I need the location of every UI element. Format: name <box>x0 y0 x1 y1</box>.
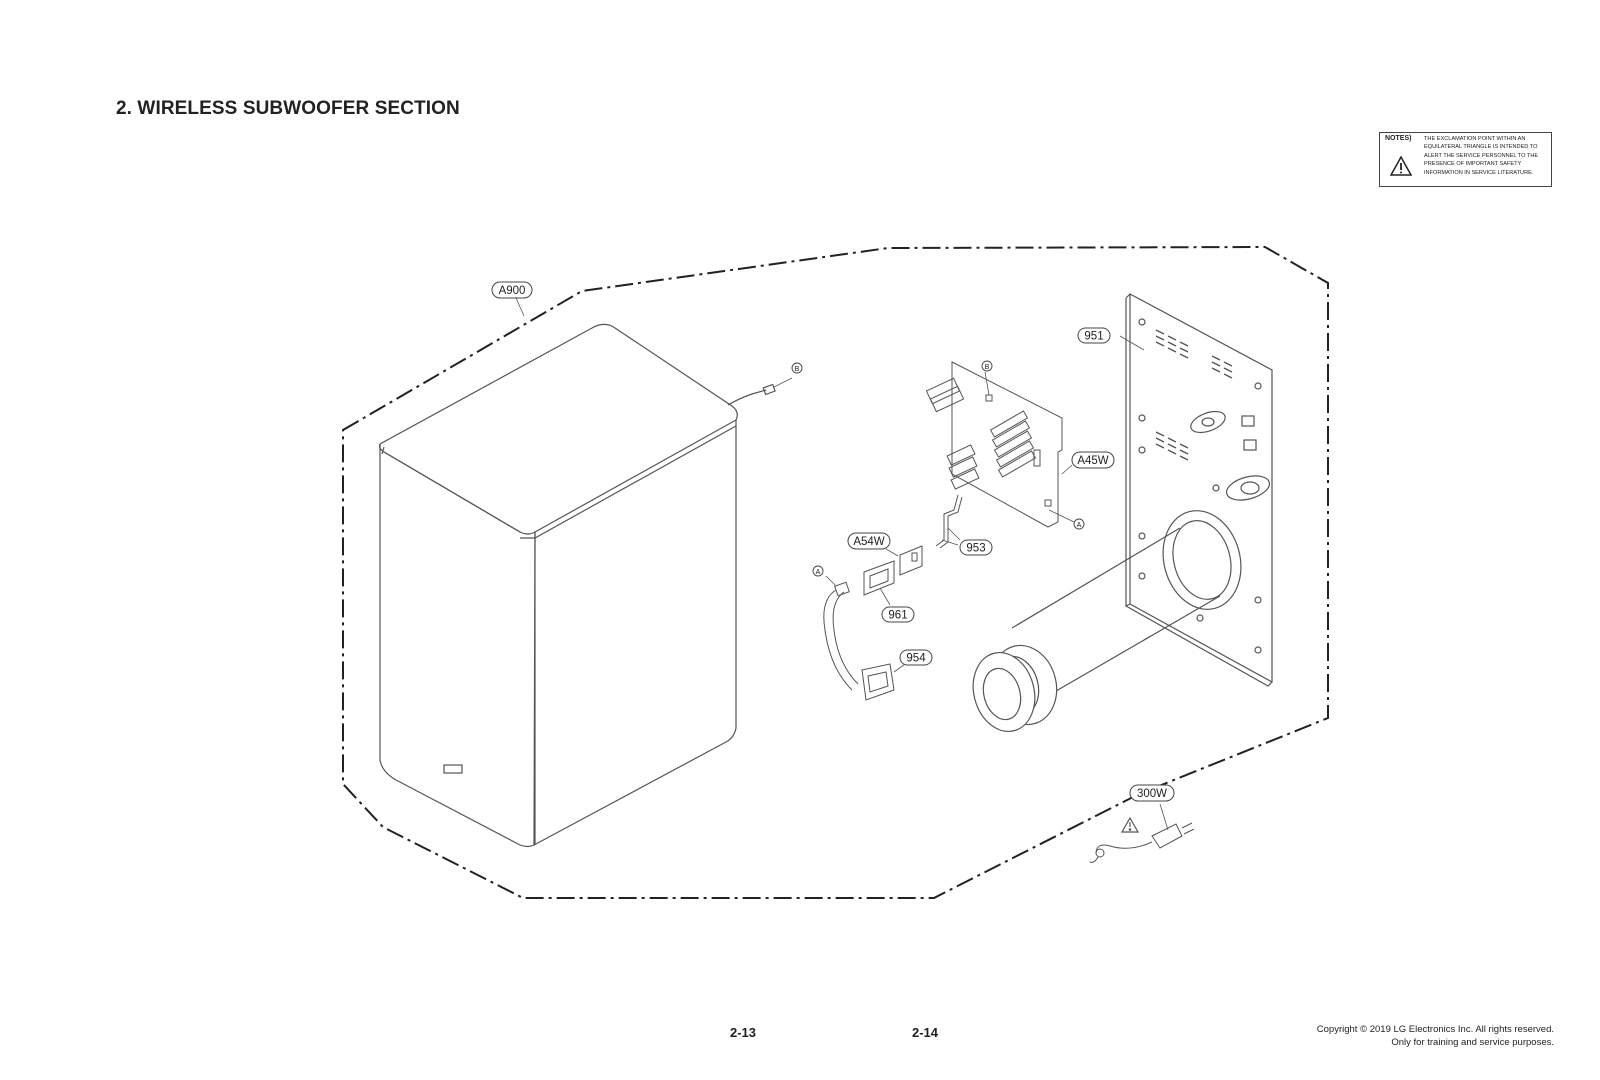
svg-text:953: 953 <box>966 543 985 555</box>
power-cord-300w <box>1089 803 1195 863</box>
copyright-line-1: Copyright © 2019 LG Electronics Inc. All… <box>1316 1024 1554 1035</box>
module-a54w <box>863 545 923 606</box>
svg-text:A: A <box>816 569 821 576</box>
callout-a900: A900 <box>491 281 533 299</box>
cabinet-a900 <box>378 323 793 848</box>
connector-a-cable: A <box>812 565 824 577</box>
callout-954: 954 <box>899 649 933 666</box>
assembly-boundary <box>342 245 1329 899</box>
section-title: 2. WIRELESS SUBWOOFER SECTION <box>116 98 460 119</box>
rear-panel-951 <box>972 292 1273 733</box>
page-number-left: 2-13 <box>730 1025 757 1040</box>
notes-label: NOTES) <box>1385 135 1412 142</box>
callout-300w: 300W <box>1129 784 1175 802</box>
svg-text:B: B <box>795 366 800 373</box>
connector-a-pcb: A <box>1073 518 1085 530</box>
callout-961: 961 <box>881 606 915 623</box>
svg-text:A54W: A54W <box>853 536 884 548</box>
svg-text:951: 951 <box>1084 331 1103 343</box>
pcb-a45w <box>925 361 1075 528</box>
svg-text:961: 961 <box>888 610 907 622</box>
flat-cable-953 <box>935 494 963 549</box>
copyright: Copyright © 2019 LG Electronics Inc. All… <box>1317 1024 1554 1049</box>
notes-box: NOTES) THE EXCLAMATION POINT WITHIN AN E… <box>1379 132 1552 187</box>
callout-a54w: A54W <box>847 532 891 550</box>
warning-triangle-icon <box>1389 155 1413 176</box>
notes-text: THE EXCLAMATION POINT WITHIN AN EQUILATE… <box>1424 136 1539 176</box>
svg-text:A45W: A45W <box>1077 455 1108 467</box>
callout-951: 951 <box>1077 327 1111 344</box>
svg-text:A: A <box>1077 522 1082 529</box>
svg-text:A900: A900 <box>499 285 526 297</box>
connector-b-pcb: B <box>981 360 993 372</box>
copyright-line-2: Only for training and service purposes. <box>1391 1036 1554 1048</box>
callout-a45w: A45W <box>1071 451 1115 469</box>
connector-b-cabinet: B <box>791 362 803 374</box>
svg-text:954: 954 <box>906 653 926 665</box>
callout-953: 953 <box>959 539 993 556</box>
page-number-right: 2-14 <box>912 1025 939 1040</box>
svg-text:300W: 300W <box>1137 788 1167 800</box>
svg-text:B: B <box>985 364 990 371</box>
